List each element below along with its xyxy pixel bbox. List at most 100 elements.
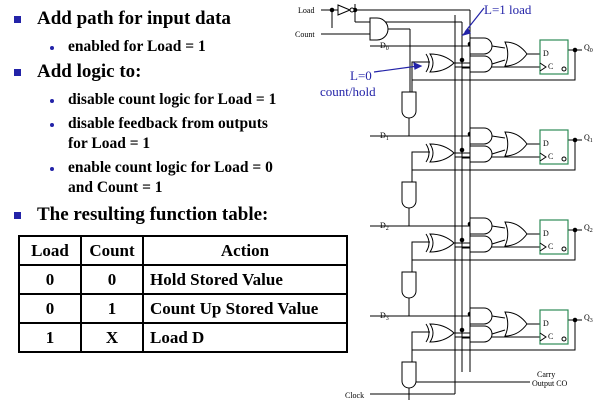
- or-gate: [429, 143, 455, 163]
- circuit-gates: [337, 4, 528, 389]
- xor-gate-arc: [425, 233, 430, 253]
- table-header: Load: [18, 235, 82, 266]
- sub-bullet-text: disable feedback from outputs: [68, 115, 268, 132]
- junction-dot: [459, 57, 465, 63]
- xor-gate-arc: [425, 53, 430, 73]
- table-cell: Load D: [142, 322, 348, 353]
- carry-output-label: Output CO: [532, 379, 568, 388]
- sub-bullet-dot-icon: [50, 46, 54, 50]
- table-header: Count: [80, 235, 144, 266]
- table-cell: 0: [18, 293, 82, 324]
- annotation-arrows: [373, 7, 485, 73]
- and-gate: [369, 17, 389, 41]
- flip-flop-d-label: D: [543, 139, 549, 148]
- table-row: 0 1 Count Up Stored Value: [18, 293, 348, 324]
- input-d2-label: D2: [380, 221, 389, 232]
- sub-bullet-dot-icon: [50, 123, 54, 127]
- input-d0-label: D0: [380, 41, 389, 52]
- clock-triangle: [539, 332, 547, 342]
- or-gate: [504, 311, 528, 337]
- annotation-count-hold: count/hold: [320, 84, 376, 99]
- clock-triangle: [539, 242, 547, 252]
- clock-triangle: [539, 62, 547, 72]
- annotation-arrowhead: [461, 27, 471, 37]
- annotation-arrowhead: [413, 62, 423, 70]
- flip-flop-c-label: C: [548, 62, 553, 71]
- and-gate-vertical: [401, 271, 417, 299]
- sub-bullet-dot-icon: [50, 167, 54, 171]
- and-gate-vertical: [401, 181, 417, 209]
- not-gate: [337, 4, 352, 16]
- flip-flop-c-label: C: [548, 332, 553, 341]
- and-gate: [469, 325, 493, 343]
- annotation-count-hold-l0: L=0: [350, 68, 372, 83]
- bullet-square-icon: [14, 16, 21, 23]
- input-d1-label: D1: [380, 131, 389, 142]
- flip-flop-c-label: C: [548, 242, 553, 251]
- flip-flop-bubble: [561, 156, 567, 162]
- input-d3-label: D3: [380, 311, 389, 322]
- and-gate: [469, 127, 493, 145]
- output-q3-label: Q3: [584, 313, 593, 324]
- sub-bullet-dot-icon: [50, 99, 54, 103]
- bullet-text: Add path for input data: [37, 8, 231, 29]
- clock-triangle: [539, 152, 547, 162]
- sub-bullet-text: disable count logic for Load = 1: [68, 91, 277, 108]
- wire: [491, 225, 506, 229]
- table-cell: 1: [18, 322, 82, 353]
- and-gate-vertical: [401, 91, 417, 119]
- annotation-arrow-line: [373, 65, 419, 73]
- flip-flop-bubble: [561, 246, 567, 252]
- table-row: 0 0 Hold Stored Value: [18, 264, 348, 295]
- and-gate: [469, 145, 493, 163]
- not-gate-bubble: [349, 7, 355, 13]
- io-labels: D0 D1 D2 D3 Q0 Q1 Q2 Q3: [380, 41, 593, 324]
- or-gate: [504, 41, 528, 67]
- sub-bullet-text: enable count logic for Load = 0: [68, 159, 273, 176]
- bullet-text: Add logic to:: [37, 61, 142, 82]
- or-gate: [429, 53, 455, 73]
- table-cell: 0: [18, 264, 82, 295]
- table-cell: 0: [80, 264, 144, 295]
- and-gate: [469, 235, 493, 253]
- flip-flop-d-label: D: [543, 49, 549, 58]
- flip-flop-d-label: D: [543, 319, 549, 328]
- wire: [491, 59, 506, 65]
- wire: [491, 149, 506, 155]
- count-label: Count: [295, 30, 315, 39]
- wire: [491, 315, 506, 319]
- or-gate: [429, 233, 455, 253]
- bullet-square-icon: [14, 69, 21, 76]
- and-gate-vertical: [401, 361, 417, 389]
- table-header: Action: [142, 235, 348, 266]
- table-header-row: Load Count Action: [18, 235, 348, 266]
- and-gate: [469, 307, 493, 325]
- bullet-text: The resulting function table:: [37, 204, 269, 225]
- and-gate: [469, 217, 493, 235]
- sub-bullet-text: and Count = 1: [68, 179, 163, 196]
- annotation-load: L=1 load: [484, 2, 532, 17]
- xor-gate-arc: [425, 323, 430, 343]
- output-q0-label: Q0: [584, 43, 593, 54]
- table-cell: X: [80, 322, 144, 353]
- junction-dot: [329, 7, 335, 13]
- load-label: Load: [298, 6, 314, 15]
- table-cell: Count Up Stored Value: [142, 293, 348, 324]
- wire: [491, 239, 506, 245]
- function-table: Load Count Action 0 0 Hold Stored Value …: [18, 235, 348, 353]
- bullet-square-icon: [14, 212, 21, 219]
- or-gate: [429, 323, 455, 343]
- and-gate: [469, 55, 493, 73]
- sub-bullet-text: for Load = 1: [68, 135, 151, 152]
- junction-dot: [459, 327, 465, 333]
- xor-gate-arc: [425, 143, 430, 163]
- carry-label: Carry: [537, 370, 555, 379]
- sub-bullet-text: enabled for Load = 1: [68, 38, 206, 55]
- table-cell: 1: [80, 293, 144, 324]
- junction-dot: [459, 147, 465, 153]
- flip-flop-bubble: [561, 66, 567, 72]
- table-cell: Hold Stored Value: [142, 264, 348, 295]
- wire: [491, 135, 506, 139]
- output-q1-label: Q1: [584, 133, 593, 144]
